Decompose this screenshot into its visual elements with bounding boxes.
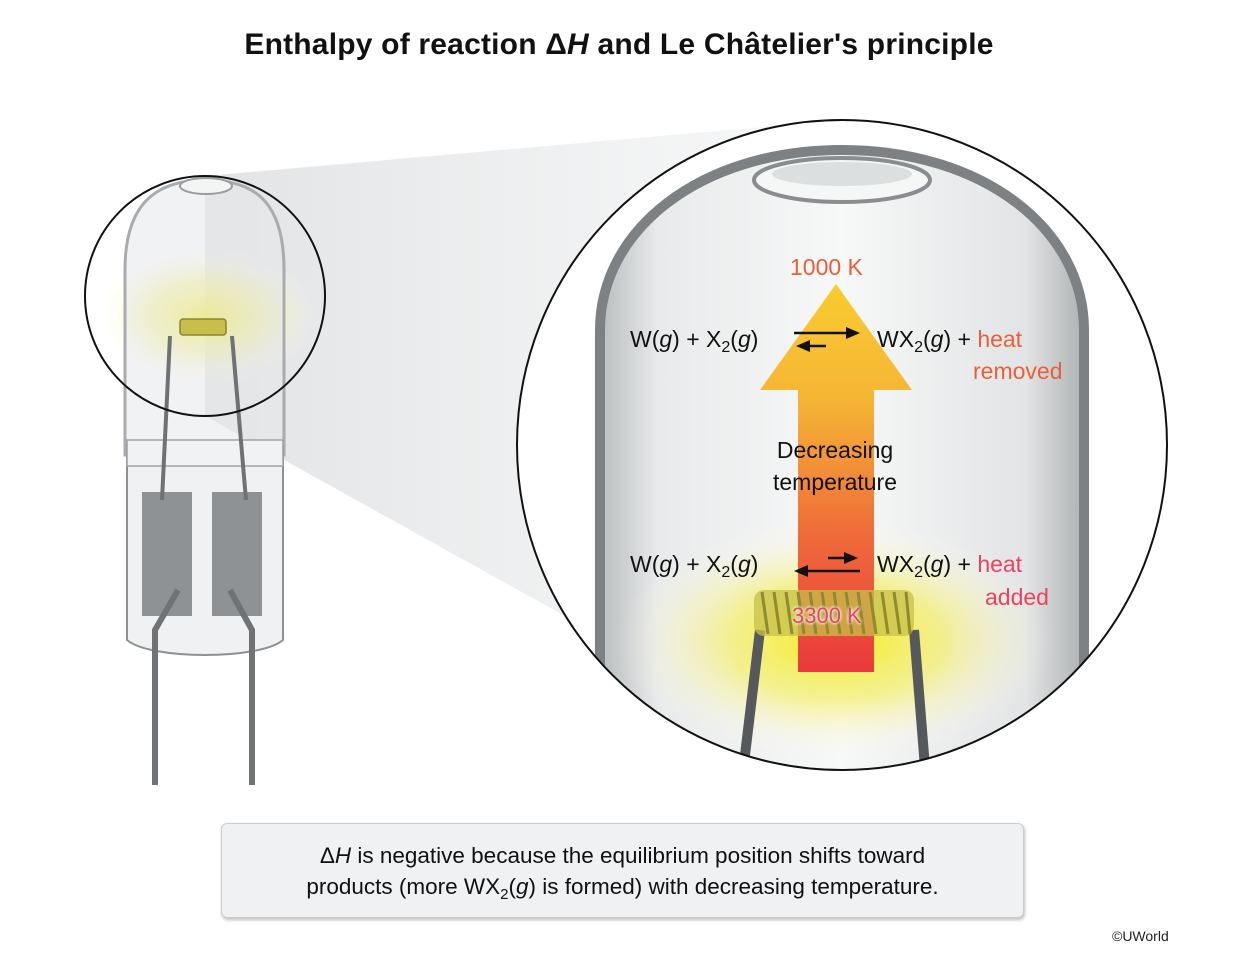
heat-removed-label: removed (973, 358, 1063, 384)
equation-bottom-products: WX2(g) + heat (877, 551, 1023, 581)
eq-arrows-top (794, 327, 860, 352)
temperature-top-label: 1000 K (790, 254, 863, 280)
small-zoom-ring (84, 175, 326, 417)
explanation-text: ΔH is negative because the equilibrium p… (306, 842, 939, 903)
equation-top-products: WX2(g) + heat (877, 326, 1023, 356)
temperature-arrow (760, 284, 912, 672)
equation-top-reactants: W(g) + X2(g) (630, 326, 759, 356)
heat-added-label: added (985, 584, 1049, 610)
explanation-box: ΔH is negative because the equilibrium p… (221, 823, 1024, 918)
equation-bottom-reactants: W(g) + X2(g) (630, 551, 759, 581)
filament-coil (754, 590, 914, 636)
zoom-circle-ring (516, 119, 1168, 771)
page-title: Enthalpy of reaction ΔH and Le Châtelier… (244, 28, 994, 61)
eq-arrows-bottom (794, 552, 860, 577)
temperature-bottom-label: 3300 K (792, 603, 862, 628)
copyright-credit: ©UWorld (1112, 928, 1169, 944)
small-bulb (96, 177, 316, 785)
